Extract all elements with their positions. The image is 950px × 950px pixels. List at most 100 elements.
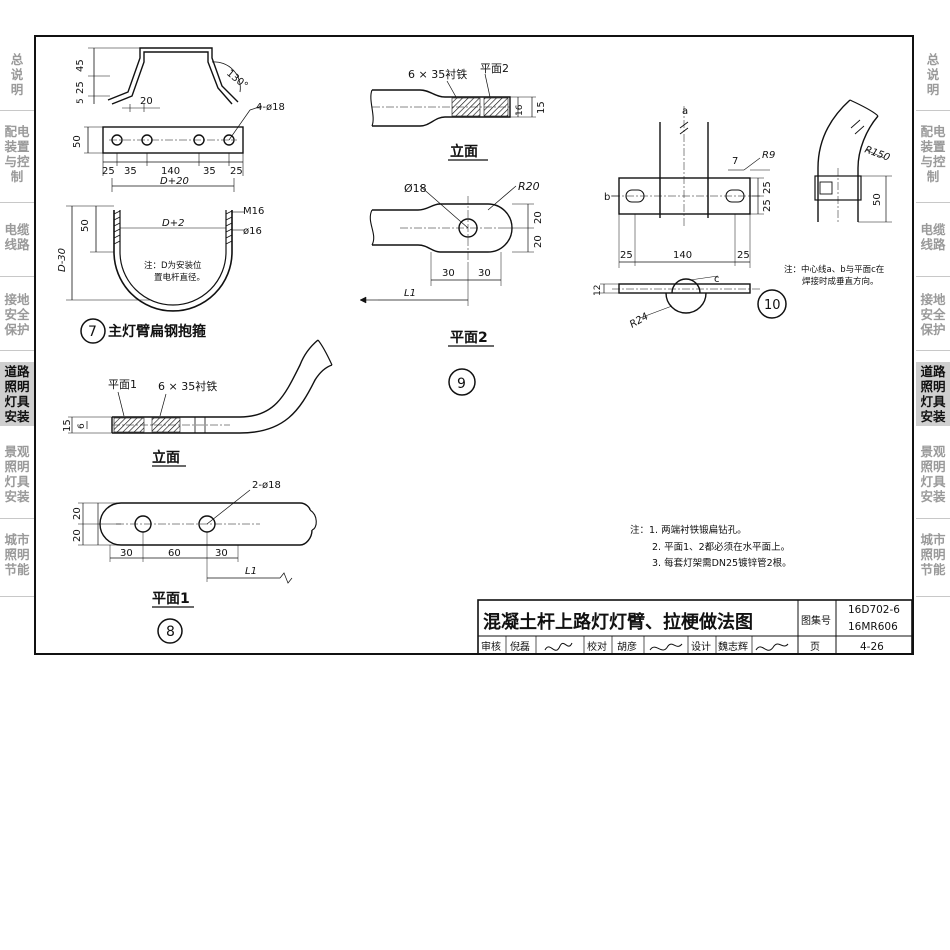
sidebar-right-landscape[interactable]: 景观 照明 灯具 安装 — [920, 444, 946, 504]
fig9-view-elevation: 立面 — [450, 143, 478, 160]
fig10-dim-12: 12 — [593, 285, 603, 296]
fig7-dim-140: 140 — [161, 166, 180, 177]
fig8-dim-60: 60 — [168, 548, 181, 559]
check-name: 胡彦 — [617, 640, 637, 653]
fig7-holes: 4-ø18 — [256, 102, 285, 113]
sidebar-left-road-lighting[interactable]: 道路 照明 灯具 安装 — [0, 362, 34, 426]
fig7-dim-d20: D+20 — [160, 176, 189, 187]
fig10-label-c: c — [714, 274, 720, 285]
fig9-dim-16: 16 — [515, 104, 525, 116]
fig10-note-2: 焊接时成垂直方向。 — [802, 276, 879, 287]
sidebar-right-grounding[interactable]: 接地 安全 保护 — [920, 292, 946, 337]
fig7-dim-20: 20 — [140, 96, 153, 107]
sidebar-left-general[interactable]: 总 说 明 — [10, 52, 24, 97]
fig10-number: 10 — [764, 298, 781, 313]
sidebar-right-distribution[interactable]: 配电 装置 与控 制 — [920, 124, 946, 184]
drawing-title: 混凝土杆上路灯灯臂、拉梗做法图 — [483, 611, 753, 633]
fig10-dim-7: 7 — [732, 156, 738, 167]
fig8-dim-15: 15 — [62, 419, 73, 432]
fig8-dim-l1: L1 — [245, 566, 257, 577]
sidebar-right-general[interactable]: 总 说 明 — [926, 52, 940, 97]
fig9-dim-l1: L1 — [404, 288, 416, 299]
sidebar-right-cable[interactable]: 电缆 线路 — [920, 222, 946, 252]
fig7-thread: M16 — [243, 206, 264, 217]
page-number: 4-26 — [860, 641, 884, 653]
fig9-label-radius: R20 — [518, 180, 540, 193]
fig9-label-liner: 6 × 35衬铁 — [408, 68, 467, 81]
sidebar-left-grounding[interactable]: 接地 安全 保护 — [4, 292, 30, 337]
sidebar-left-cable[interactable]: 电缆 线路 — [4, 222, 30, 252]
fig7-dim-50b: 50 — [80, 219, 91, 232]
atlas-number-1: 16D702-6 — [848, 604, 900, 616]
fig7-number: 7 — [88, 324, 97, 340]
fig9-dim-20b: 20 — [533, 235, 544, 248]
fig8-dim-20a: 20 — [72, 507, 83, 520]
sidebar-left-landscape[interactable]: 景观 照明 灯具 安装 — [4, 444, 30, 504]
fig7-angle: 130° — [224, 68, 250, 92]
fig8-label-holes: 2-ø18 — [252, 480, 281, 491]
fig10-dim-r150: R150 — [863, 144, 891, 163]
figure-9-bar-end — [359, 73, 536, 396]
fig9-dim-15: 15 — [536, 101, 547, 114]
design-name: 魏志辉 — [718, 640, 748, 653]
fig8-dim-30a: 30 — [120, 548, 133, 559]
fig8-dim-30b: 30 — [215, 548, 228, 559]
design-label: 设计 — [691, 640, 711, 653]
atlas-label: 图集号 — [801, 614, 831, 627]
fig10-label-a: a — [682, 106, 688, 117]
fig9-label-plane: 平面2 — [480, 62, 509, 75]
review-label: 审核 — [481, 640, 501, 653]
fig9-number: 9 — [457, 376, 466, 392]
fig7-dim-35a: 35 — [124, 166, 137, 177]
fig9-label-hole: Ø18 — [404, 182, 427, 195]
fig7-dim-35b: 35 — [203, 166, 216, 177]
fig7-dim-45: 45 — [75, 59, 86, 72]
fig7-title: 主灯臂扁钢抱箍 — [108, 323, 206, 340]
fig10-dim-25r1: 25 — [762, 181, 773, 194]
fig10-dim-r9: R9 — [762, 150, 775, 161]
sidebar-right-energy[interactable]: 城市 照明 节能 — [920, 532, 946, 577]
fig8-view-plan: 平面1 — [152, 591, 190, 607]
fig10-dim-50: 50 — [872, 193, 883, 206]
fig10-dim-25b: 25 — [737, 250, 750, 261]
sidebar-left-distribution[interactable]: 配电 装置 与控 制 — [4, 124, 30, 184]
fig7-dim-25: 25 — [75, 81, 86, 94]
fig9-view-plan: 平面2 — [450, 330, 488, 346]
fig8-number: 8 — [166, 624, 175, 640]
fig7-note-2: 置电杆直径。 — [154, 272, 205, 283]
fig9-dim-20a: 20 — [533, 211, 544, 224]
fig9-dim-30b: 30 — [478, 268, 491, 279]
fig7-dim-d2: D+2 — [162, 218, 184, 229]
note-2: 2. 平面1、2都必须在水平面上。 — [652, 541, 790, 553]
fig7-dim-25b: 25 — [230, 166, 243, 177]
sidebar-right-road-lighting[interactable]: 道路 照明 灯具 安装 — [916, 362, 950, 426]
fig9-dim-30a: 30 — [442, 268, 455, 279]
figure-7-clamp — [66, 47, 263, 344]
atlas-number-2: 16MR606 — [848, 621, 898, 633]
fig8-view-elevation: 立面 — [152, 449, 180, 466]
sidebar-left-energy[interactable]: 城市 照明 节能 — [4, 532, 30, 577]
fig7-rod: ø16 — [243, 226, 262, 237]
fig10-note-1: 注：中心线a、b与平面c在 — [784, 264, 884, 275]
fig10-dim-140: 140 — [673, 250, 692, 261]
fig10-dim-25r2: 25 — [762, 199, 773, 212]
review-name: 倪磊 — [510, 641, 530, 653]
fig7-dim-25a: 25 — [102, 166, 115, 177]
figure-8-arm — [68, 339, 333, 644]
fig10-label-b: b — [604, 192, 610, 203]
page-label: 页 — [810, 641, 820, 653]
fig8-label-liner: 6 × 35衬铁 — [158, 380, 217, 393]
note-3: 3. 每套灯架需DN25镀锌管2根。 — [652, 557, 792, 569]
fig10-dim-r24: R24 — [628, 311, 651, 330]
fig7-note-1: 注：D为安装位 — [144, 260, 202, 271]
figure-10-weld — [600, 99, 892, 319]
fig7-dim-5: 5 — [76, 98, 86, 104]
note-1: 注：1. 两端衬铁锻扁钻孔。 — [630, 524, 747, 536]
fig8-dim-6: 6 — [77, 423, 87, 429]
fig8-label-plane: 平面1 — [108, 378, 137, 391]
drawing-frame — [34, 35, 914, 655]
title-block — [477, 599, 913, 655]
fig7-dim-50: 50 — [72, 135, 83, 148]
check-label: 校对 — [587, 640, 607, 653]
